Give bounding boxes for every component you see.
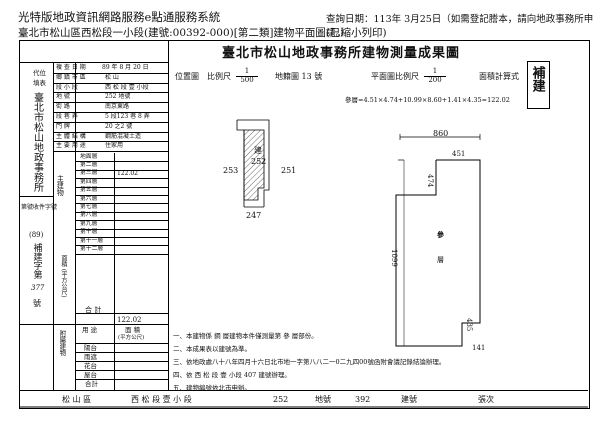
floor-name: 第五層 [80, 187, 98, 194]
accessory-total-label: 合計 [85, 380, 98, 388]
footer-sheet-label: 張次 [478, 395, 494, 404]
parcel-label: 地籍圖 13 號 [275, 72, 323, 81]
accessory-row: 陽台 [84, 344, 97, 352]
survey-sheet [19, 40, 590, 409]
footer-building-label: 建號 [401, 395, 417, 404]
label-fill: 填表 [33, 79, 46, 87]
supplement-label: 補建字第 [31, 243, 42, 279]
footer-district: 松 山 區 [62, 395, 92, 404]
info-value: 住家用 [105, 142, 124, 150]
note-line: 五、建物編號依北市申辦。 [173, 384, 251, 392]
lot-center-prefix: 建 [254, 146, 262, 155]
accessory-row: 花台 [84, 362, 97, 370]
floor-name: 第四層 [80, 178, 98, 185]
area-unit: 面積 (平方公尺) [60, 255, 67, 298]
info-value: 252 地號 [105, 93, 131, 101]
supplement-stamp-text: 補建 [529, 66, 545, 92]
note-line: 三、依地政處八十八年四月十六日北市地一字第八八二一0二九四00號函附會議記錄結論… [173, 358, 446, 366]
info-value: 松 山 [105, 73, 119, 81]
system-title: 光特版地政資訊網路服務e點通服務系統 [18, 10, 221, 24]
office-name: 臺北市松山地政事務所 [31, 92, 43, 192]
supplement-stamp [527, 61, 550, 109]
floor-name: 第七層 [80, 203, 98, 210]
year-code: (89) [29, 231, 44, 239]
info-value: 5 段123 巷 8 弄 [105, 113, 150, 120]
floor-name: 第三層 [80, 170, 98, 177]
info-value: 南京東路 [105, 103, 130, 111]
location-map-label: 位置圖 [175, 72, 199, 81]
location-scale: 1 500 [236, 67, 258, 85]
floor-name: 第十一層 [80, 237, 104, 244]
floor-area: 122.02 [117, 170, 138, 178]
floor-plan-label: 平面圖比例尺 [371, 72, 419, 81]
floor-plan-scale-den: 200 [424, 75, 446, 85]
floor-plan-scale: 1 200 [424, 67, 446, 85]
info-label: 複 查 日 期 [56, 64, 86, 71]
info-label: 地 號 [56, 93, 70, 101]
note-line: 四、依 西 松 段 壹 小段 407 建號辦理。 [173, 371, 291, 379]
info-value: 西 松 段 壹 小段 [105, 83, 149, 91]
info-label: 段 小 段 [56, 83, 78, 91]
floor-name: 第二層 [80, 161, 98, 168]
lot-left: 253 [223, 166, 239, 175]
total-label: 合 計 [85, 306, 102, 314]
method-label: 面積計算式 [479, 72, 519, 81]
info-value: 20 之2 號 [105, 122, 133, 130]
accessory-row: 屋台 [84, 371, 97, 379]
info-value: 鋼筋混凝土造 [105, 132, 142, 140]
floor-plan-scale-num: 1 [432, 67, 438, 75]
info-label: 段 巷 弄 [56, 113, 78, 120]
total-value: 122.02 [117, 316, 142, 324]
info-value: 89 年 8 月 20 日 [102, 64, 149, 71]
area-formula: 參層=4.51×4.74+10.99×8.60+1.41×4.35=122.02 [345, 96, 510, 104]
dim-height: 1099 [390, 249, 398, 267]
footer-building: 392 [355, 395, 371, 404]
sheet-title: 臺北市松山地政事務所建物測量成果圖 [222, 46, 461, 61]
footer-lot-label: 地號 [315, 395, 331, 404]
accessory-label: 附屬建物 [57, 330, 66, 356]
info-label: 主 體 結 構 [56, 132, 86, 140]
floor-mark-2: 層 [437, 256, 444, 264]
floor-mark: 參 [437, 230, 444, 239]
accessory-row: 雨遮 [84, 353, 97, 361]
sheet-no: 號 [33, 299, 41, 308]
floor-label: 主建物 [56, 175, 65, 196]
handwritten-no: 377 [31, 284, 45, 292]
dim-left: 474 [426, 174, 434, 188]
dim-notch: 435 [465, 318, 473, 332]
accessory-header-area: 面 積 [125, 326, 141, 334]
info-label: 主 要 用 途 [56, 142, 86, 150]
dim-bottom: 141 [472, 344, 486, 352]
accessory-header-use: 用 途 [82, 326, 98, 334]
lot-center: 252 [251, 157, 267, 166]
dim-top-inner: 451 [452, 150, 466, 158]
label-unit: 代位 [33, 69, 46, 77]
applicant-label: 第號收件字號 [21, 204, 58, 211]
note-line: 二、本成果表以建號為準。 [173, 345, 251, 353]
info-label: 鄉 鎮 市 區 [56, 73, 86, 81]
info-label: 街 路 [56, 103, 70, 111]
accessory-header-unit: (平方公尺) [118, 335, 145, 341]
floor-name: 第八層 [80, 212, 98, 219]
floor-name: 第十二層 [80, 245, 104, 252]
query-date: 查詢日期：113年 3月25日（如需登記謄本，請向地政事務所申請。） [326, 14, 594, 39]
location-scale-num: 1 [244, 67, 250, 75]
info-label: 門 牌 [56, 122, 70, 130]
lot-bottom: 247 [246, 211, 262, 220]
dim-top-outer: 860 [433, 129, 449, 138]
floor-name: 第十層 [80, 229, 98, 236]
page-subtitle: 臺北市松山區西松段一小段(建號:00392-000)[第二類]建物平面圖(已縮小… [18, 27, 387, 39]
footer-section: 西 松 段 壹 小 段 [131, 395, 192, 404]
floor-name: 第九層 [80, 220, 98, 227]
location-scale-den: 500 [236, 75, 258, 85]
footer-lot: 252 [273, 395, 289, 404]
lot-right: 251 [281, 166, 297, 175]
floor-name: 第六層 [80, 195, 98, 202]
floor-name: 地面層 [80, 153, 98, 160]
note-line: 一、本建物係 鋼 層建物本件僅測量第 參 層部份。 [173, 332, 318, 340]
location-scale-label: 比例尺 [207, 72, 231, 81]
